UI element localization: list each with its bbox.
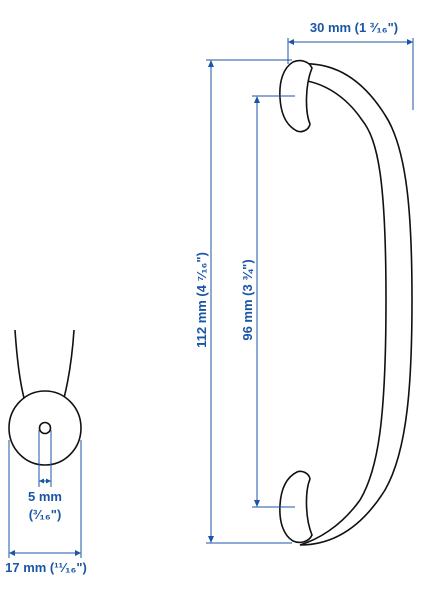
- height-dimension-label: 112 mm (4 ⁷⁄₁₆"): [194, 252, 209, 348]
- hole-dimension: 5 mm (³⁄₁₆"): [28, 430, 62, 522]
- base-dimension-label: 17 mm (¹¹⁄₁₆"): [5, 560, 87, 575]
- spacing-dimension-label: 96 mm (3 ¾"): [240, 259, 255, 340]
- width-dimension-label: 30 mm (1 ³⁄₁₆"): [310, 20, 398, 35]
- width-dimension: 30 mm (1 ³⁄₁₆"): [287, 20, 414, 110]
- spacing-dimension: 96 mm (3 ¾"): [240, 95, 295, 508]
- hole-dimension-label: 5 mm: [28, 489, 62, 504]
- handle-top-foot: [279, 59, 313, 133]
- screw-hole: [38, 421, 52, 435]
- height-dimension: 112 mm (4 ⁷⁄₁₆"): [194, 59, 292, 544]
- base-dimension: 17 mm (¹¹⁄₁₆"): [5, 440, 87, 575]
- handle-arch: [299, 63, 413, 546]
- hole-dimension-inch-label: (³⁄₁₆"): [29, 507, 62, 522]
- handle-bottom-foot: [279, 470, 313, 544]
- foot-end-view: [8, 329, 82, 466]
- handle-side-view: [279, 59, 413, 546]
